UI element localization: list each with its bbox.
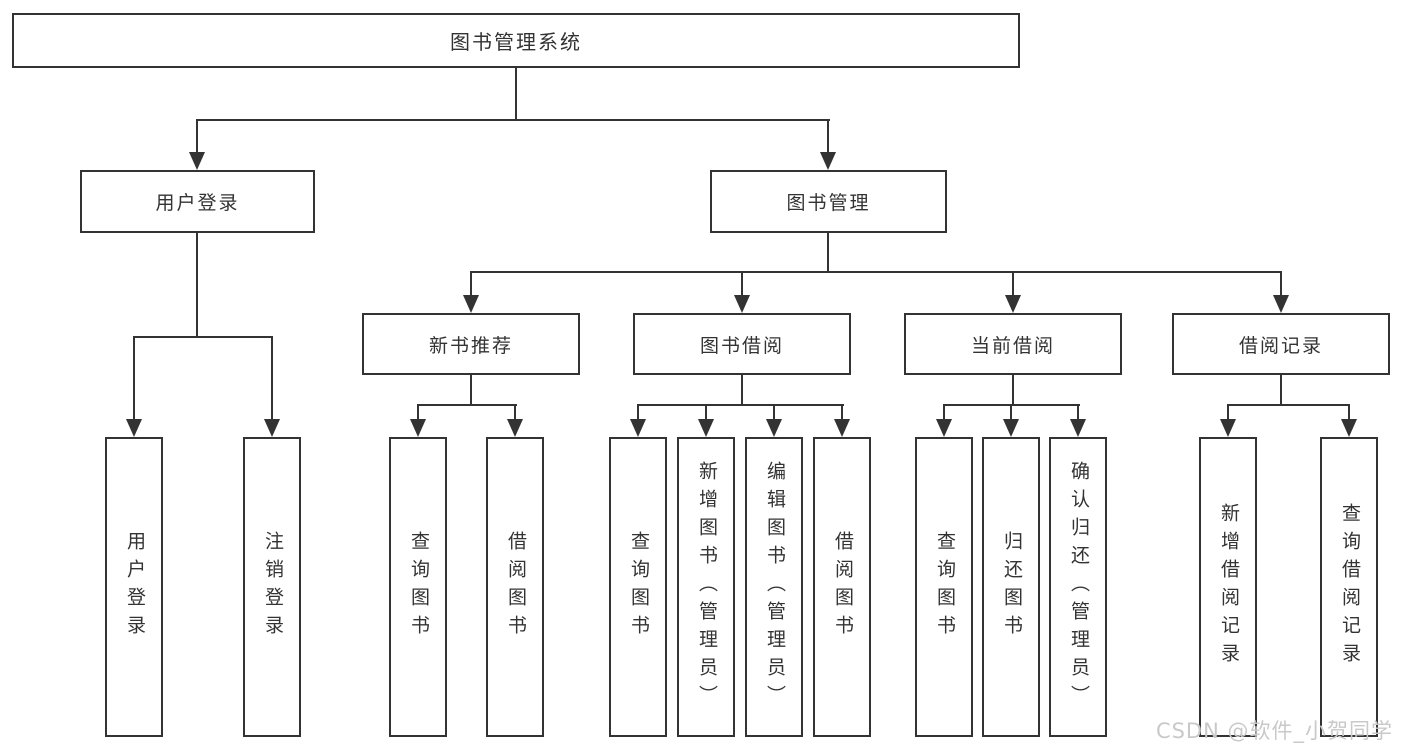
node-label: 图书借阅 [699, 334, 784, 357]
arrow-to-book-borrow [734, 295, 750, 313]
leaf-label: 新增借阅记录 [1217, 503, 1240, 671]
leaf-add-books-admin: 新增图书（管理员） [677, 437, 735, 737]
csdn-watermark: CSDN @软件_小贺同学 [1155, 719, 1393, 743]
connector-borrow-records-bar [1227, 404, 1350, 406]
arrow-to-leaf [1070, 419, 1086, 437]
node-borrowing-records: 借阅记录 [1172, 313, 1390, 375]
node-label: 借阅记录 [1238, 334, 1323, 357]
node-book-borrowing: 图书借阅 [633, 313, 851, 375]
node-book-management: 图书管理 [710, 170, 947, 233]
leaf-label: 用户登录 [123, 531, 146, 643]
arrow-to-leaf [698, 419, 714, 437]
leaf-query-books-borrowing: 查询图书 [609, 437, 667, 737]
leaf-query-borrow-record: 查询借阅记录 [1320, 437, 1378, 737]
connector-drop [841, 404, 843, 421]
connector-drop-book-management [827, 119, 829, 154]
node-label: 当前借阅 [970, 334, 1055, 357]
connector-root-stem [515, 68, 517, 121]
arrow-to-leaf [1003, 419, 1019, 437]
connector-drop-book-borrow [741, 271, 743, 297]
connector-current-borrow-stem [1012, 375, 1014, 406]
leaf-edit-books-admin: 编辑图书（管理员） [745, 437, 803, 737]
arrow-to-leaf [834, 419, 850, 437]
connector-drop [943, 404, 945, 421]
arrow-to-leaf [410, 419, 426, 437]
connector-drop [705, 404, 707, 421]
leaf-label: 借阅图书 [831, 531, 854, 643]
connector-drop [1077, 404, 1079, 421]
connector-drop [514, 404, 516, 421]
arrow-to-leaf [507, 419, 523, 437]
arrow-to-borrow-records [1273, 295, 1289, 313]
connector-new-book-stem [470, 375, 472, 406]
arrow-to-user-login [189, 152, 205, 170]
leaf-return-books: 归还图书 [982, 437, 1040, 737]
leaf-logout: 注销登录 [243, 437, 301, 737]
connector-borrow-records-stem [1280, 375, 1282, 406]
connector-new-book-bar [417, 404, 517, 406]
arrow-to-new-book [463, 295, 479, 313]
connector-root-bar [196, 119, 830, 121]
node-current-borrowing: 当前借阅 [904, 313, 1122, 375]
arrow-to-leaf [1220, 419, 1236, 437]
connector-drop-logout [271, 336, 273, 421]
arrow-to-leaf [936, 419, 952, 437]
connector-drop [417, 404, 419, 421]
arrow-to-book-management [820, 152, 836, 170]
arrow-to-leaf [630, 419, 646, 437]
node-user-login: 用户登录 [80, 170, 315, 233]
leaf-user-login: 用户登录 [105, 437, 163, 737]
connector-drop-current-borrow [1012, 271, 1014, 297]
arrow-to-logout [264, 419, 280, 437]
arrow-to-login [126, 419, 142, 437]
leaf-borrow-books-newbook: 借阅图书 [486, 437, 544, 737]
leaf-borrow-books: 借阅图书 [813, 437, 871, 737]
arrow-to-current-borrow [1005, 295, 1021, 313]
leaf-query-books-current: 查询图书 [915, 437, 973, 737]
connector-drop [637, 404, 639, 421]
leaf-label: 借阅图书 [504, 531, 527, 643]
connector-book-management-bar [470, 271, 1282, 273]
arrow-to-leaf [766, 419, 782, 437]
leaf-label: 注销登录 [261, 531, 284, 643]
connector-drop [1227, 404, 1229, 421]
connector-user-login-bar [133, 336, 273, 338]
connector-user-login-stem [196, 233, 198, 338]
connector-drop [773, 404, 775, 421]
leaf-label: 归还图书 [1000, 531, 1023, 643]
connector-drop [1348, 404, 1350, 421]
connector-drop-new-book [470, 271, 472, 297]
node-label: 用户登录 [155, 192, 240, 214]
leaf-add-borrow-record: 新增借阅记录 [1199, 437, 1257, 737]
connector-book-borrow-bar [637, 404, 844, 406]
leaf-label: 编辑图书（管理员） [763, 461, 786, 713]
connector-book-management-stem [827, 233, 829, 273]
node-label: 图书管理系统 [450, 30, 582, 54]
connector-drop-login [133, 336, 135, 421]
leaf-label: 确认归还（管理员） [1067, 461, 1090, 713]
leaf-label: 新增图书（管理员） [695, 461, 718, 713]
node-label: 图书管理 [786, 192, 871, 214]
leaf-confirm-return-admin: 确认归还（管理员） [1049, 437, 1107, 737]
leaf-label: 查询图书 [933, 531, 956, 643]
node-library-management-system: 图书管理系统 [12, 13, 1020, 68]
leaf-label: 查询图书 [627, 531, 650, 643]
leaf-label: 查询借阅记录 [1338, 503, 1361, 671]
connector-drop-user-login [196, 119, 198, 154]
arrow-to-leaf [1341, 419, 1357, 437]
connector-book-borrow-stem [741, 375, 743, 406]
node-new-book-recommendation: 新书推荐 [362, 313, 580, 375]
connector-drop-borrow-records [1280, 271, 1282, 297]
leaf-label: 查询图书 [407, 531, 430, 643]
node-label: 新书推荐 [428, 334, 513, 357]
connector-drop [1010, 404, 1012, 421]
leaf-query-books-newbook: 查询图书 [389, 437, 447, 737]
